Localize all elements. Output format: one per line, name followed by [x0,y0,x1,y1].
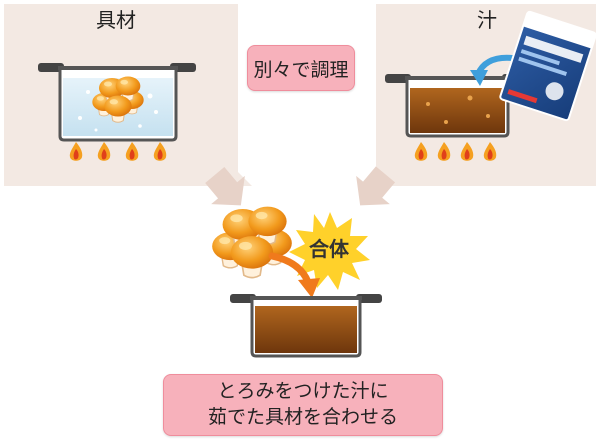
pot-with-broth-icon [385,74,528,138]
pot-with-broth-icon [230,294,382,358]
left-panel-title: 具材 [96,8,136,32]
burst-icon [289,212,370,290]
curved-arrow-icon [268,252,312,286]
result-line-1: とろみをつけた汁に [217,380,389,403]
separate-cooking-label: 別々で調理 [247,45,355,91]
mushroom-cluster-icon [211,205,293,279]
down-arrow-icon [356,166,396,206]
result-line-2: 茹でた具材を合わせる [207,406,398,428]
result-label: とろみをつけた汁に 茹でた具材を合わせる [163,374,443,436]
right-panel-title: 汁 [477,8,497,32]
combine-label: 合体 [309,237,349,261]
separate-cooking-text: 別々で調理 [253,58,349,81]
seasoning-packet-icon [499,10,597,122]
down-arrow-icon [205,166,245,206]
